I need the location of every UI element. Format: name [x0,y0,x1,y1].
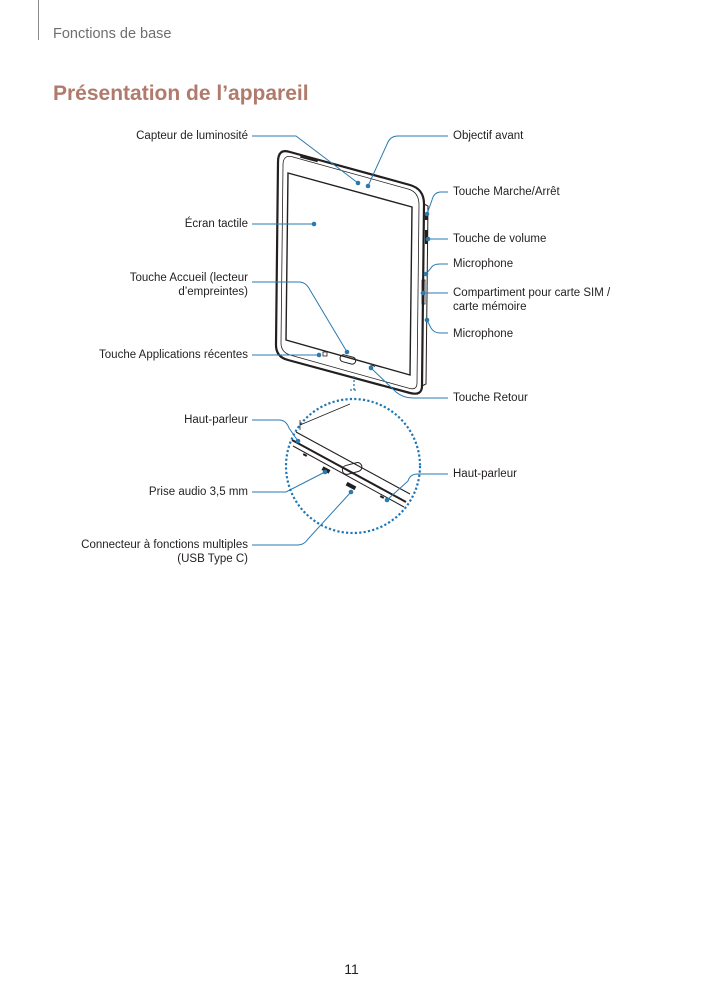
callout-lines-right [367,135,448,501]
label-recent-apps-key: Touche Applications récentes [99,349,248,361]
label-multipurpose-connector: Connecteur à fonctions multiples (USB Ty… [81,538,248,566]
label-connector-line1: Connecteur à fonctions multiples [81,539,248,551]
header-rule [38,0,39,40]
tablet-illustration [274,150,429,395]
bottom-zoom-illustration [284,397,422,535]
label-home-key: Touche Accueil (lecteur d’empreintes) [130,271,248,299]
label-back-key: Touche Retour [453,392,528,404]
label-front-camera: Objectif avant [453,130,524,142]
label-sim-line1: Compartiment pour carte SIM / [453,287,611,299]
label-microphone-top: Microphone [453,258,514,270]
label-touchscreen: Écran tactile [184,218,248,230]
section-header: Fonctions de base [53,26,172,42]
label-speaker-right: Haut-parleur [453,468,517,480]
page-title: Présentation de l’appareil [53,82,309,105]
label-sim-card-tray: Compartiment pour carte SIM / carte mémo… [453,286,610,314]
label-speaker-left: Haut-parleur [184,414,248,426]
page-number: 11 [344,961,359,977]
label-connector-line2: (USB Type C) [177,553,248,565]
label-home-key-line2: d’empreintes) [178,286,248,298]
label-audio-jack: Prise audio 3,5 mm [148,486,248,498]
label-light-sensor: Capteur de luminosité [136,130,248,142]
callout-dots [295,180,431,503]
label-power-key: Touche Marche/Arrêt [453,186,560,198]
callout-lines-left [252,135,359,546]
label-sim-line2: carte mémoire [453,301,527,313]
label-home-key-line1: Touche Accueil (lecteur [129,272,248,284]
label-microphone-bottom: Microphone [453,328,514,340]
label-volume-key: Touche de volume [453,233,547,245]
